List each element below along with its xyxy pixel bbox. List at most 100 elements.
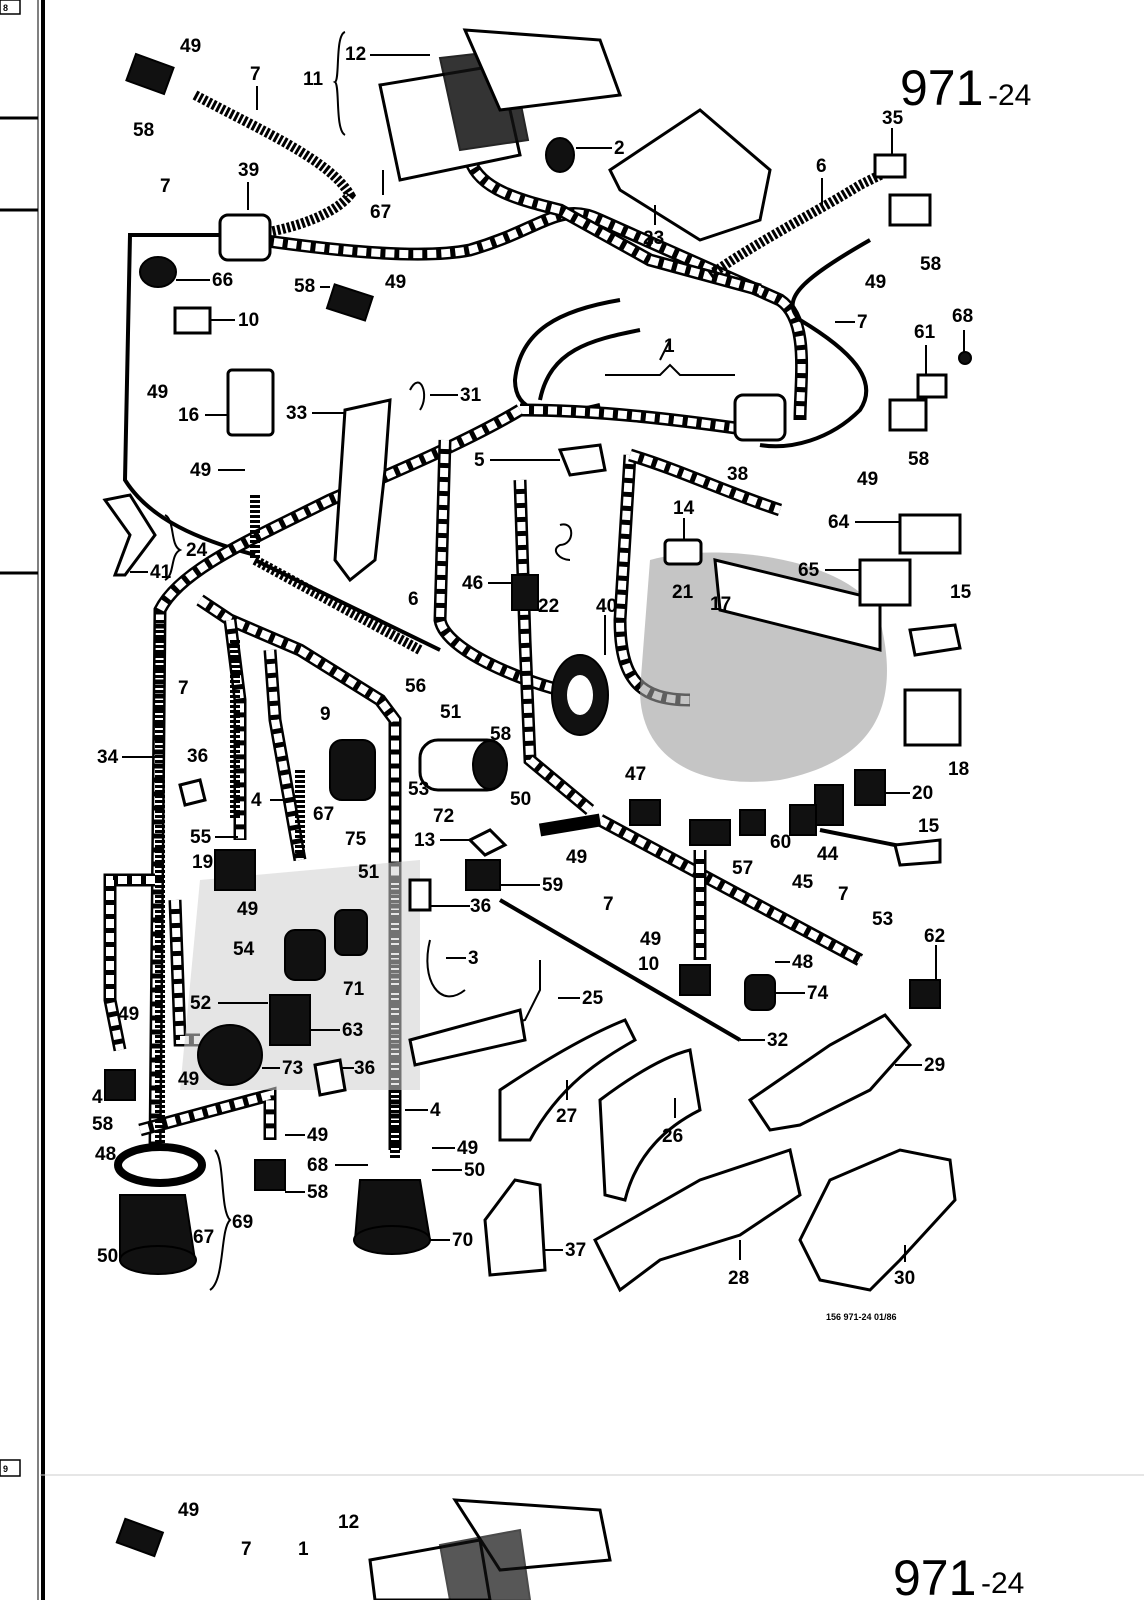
callout-56: 56: [405, 676, 426, 697]
callout-49e: 49: [190, 460, 211, 481]
next-callout-7: 7: [241, 1539, 252, 1560]
callout-5: 5: [474, 450, 485, 471]
callout-9: 9: [320, 704, 331, 725]
callout-55: 55: [190, 827, 212, 848]
callout-6b: 6: [408, 589, 419, 610]
binding-edge: 8 9: [0, 0, 45, 1600]
callout-44: 44: [817, 844, 839, 865]
callout-28: 28: [728, 1268, 749, 1289]
callout-31: 31: [460, 385, 482, 406]
footer-code: 156 971-24 01/86: [826, 1312, 897, 1322]
callout-12: 12: [345, 44, 366, 65]
callout-3: 3: [468, 948, 479, 969]
callout-61: 61: [914, 322, 936, 343]
callout-16: 16: [178, 405, 199, 426]
callout-49b: 49: [865, 272, 886, 293]
callout-49f: 49: [857, 469, 878, 490]
callout-labels: 1 2 3 4 5 6 7 9 10 11 12 13 14 15 17 16 …: [92, 36, 973, 1289]
callout-18: 18: [948, 759, 969, 780]
callout-50b: 50: [464, 1160, 485, 1181]
callout-50a: 50: [510, 789, 531, 810]
callout-49j: 49: [118, 1004, 139, 1025]
callout-49k: 49: [178, 1069, 199, 1090]
callout-7d: 7: [857, 312, 868, 333]
callout-35: 35: [882, 108, 904, 129]
callout-58d: 58: [908, 449, 929, 470]
callout-2: 2: [614, 138, 625, 159]
callout-24: 24: [186, 540, 208, 561]
callout-49l: 49: [307, 1125, 328, 1146]
next-callout-12: 12: [338, 1512, 359, 1533]
callout-30: 30: [894, 1268, 915, 1289]
callout-58c: 58: [920, 254, 941, 275]
callout-72: 72: [433, 806, 454, 827]
callout-4c: 4: [430, 1100, 441, 1121]
next-page-number-suffix: -24: [981, 1567, 1024, 1600]
callout-45: 45: [792, 872, 814, 893]
callout-33: 33: [286, 403, 307, 424]
callout-52: 52: [190, 993, 211, 1014]
callout-60: 60: [770, 832, 791, 853]
callout-48b: 48: [95, 1144, 116, 1165]
callout-70: 70: [452, 1230, 473, 1251]
callout-34: 34: [97, 747, 119, 768]
callout-50c: 50: [97, 1246, 118, 1267]
callout-71: 71: [343, 979, 365, 1000]
callout-10: 10: [238, 310, 259, 331]
callout-37: 37: [565, 1240, 586, 1261]
callout-49d: 49: [147, 382, 168, 403]
callout-57: 57: [732, 858, 753, 879]
page-number-main: 971: [900, 60, 983, 116]
callout-66: 66: [212, 270, 233, 291]
callout-27: 27: [556, 1106, 577, 1127]
callout-23: 23: [643, 228, 664, 249]
page-number: 971 -24: [900, 60, 1031, 116]
callout-25: 25: [582, 988, 604, 1009]
callout-7b: 7: [178, 678, 189, 699]
callout-49h: 49: [640, 929, 661, 950]
edge-tab-top: 8: [3, 3, 8, 13]
callout-62: 62: [924, 926, 945, 947]
callout-15: 15: [950, 582, 972, 603]
callout-21: 21: [672, 582, 694, 603]
next-callout-49: 49: [178, 1500, 199, 1521]
callout-49i: 49: [237, 899, 258, 920]
callout-68b: 68: [307, 1155, 328, 1176]
callout-53b: 53: [872, 909, 893, 930]
callout-20: 20: [912, 783, 933, 804]
next-page-number-main: 971: [893, 1550, 976, 1600]
callout-51a: 51: [440, 702, 462, 723]
callout-63: 63: [342, 1020, 363, 1041]
callout-53a: 53: [408, 779, 429, 800]
callout-51b: 51: [358, 862, 380, 883]
callout-58e: 58: [490, 724, 511, 745]
callout-17: 17: [710, 594, 731, 615]
callout-13: 13: [414, 830, 435, 851]
callout-46: 46: [462, 573, 483, 594]
callout-74: 74: [807, 983, 829, 1004]
callout-36a: 36: [187, 746, 208, 767]
next-callout-1: 1: [298, 1539, 309, 1560]
callout-49g: 49: [566, 847, 587, 868]
callout-48: 48: [792, 952, 813, 973]
callout-67a: 67: [370, 202, 391, 223]
callout-32: 32: [767, 1030, 788, 1051]
edge-tab-bottom: 9: [3, 1464, 8, 1474]
callout-19: 19: [192, 852, 213, 873]
callout-10b: 10: [638, 954, 659, 975]
callout-40: 40: [596, 596, 617, 617]
callout-22: 22: [538, 596, 559, 617]
page-number-suffix: -24: [988, 79, 1031, 112]
callout-29: 29: [924, 1055, 945, 1076]
callout-59: 59: [542, 875, 563, 896]
callout-14: 14: [673, 498, 695, 519]
callout-36c: 36: [354, 1058, 375, 1079]
callout-58f: 58: [92, 1114, 113, 1135]
callout-49m: 49: [457, 1138, 478, 1159]
callout-67c: 67: [193, 1227, 214, 1248]
callout-15b: 15: [918, 816, 940, 837]
callout-49a: 49: [180, 36, 201, 57]
callout-58b: 58: [294, 276, 315, 297]
callout-7e: 7: [603, 894, 614, 915]
